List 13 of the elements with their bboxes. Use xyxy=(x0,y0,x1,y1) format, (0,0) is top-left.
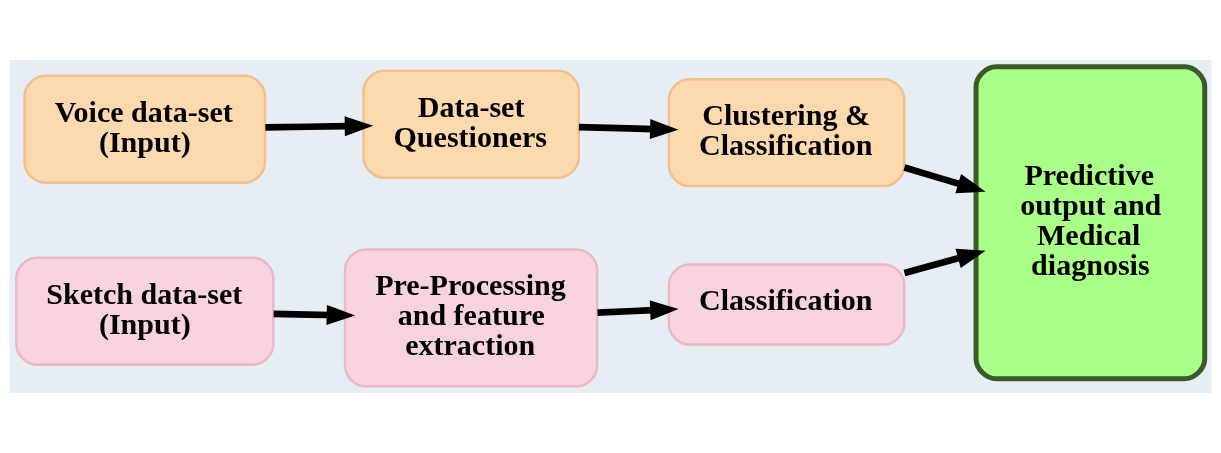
node-box: Voice data-set (Input) xyxy=(23,74,267,184)
node-box: Predictive output and Medical diagnosis xyxy=(973,64,1208,382)
node-box: Data-set Questioners xyxy=(362,69,581,179)
arrow xyxy=(578,119,679,139)
arrow xyxy=(273,304,356,325)
node-box: Pre-Processing and feature extraction xyxy=(343,248,599,388)
arrow xyxy=(903,248,986,277)
node-box: Clustering & Classification xyxy=(667,77,906,188)
arrow xyxy=(903,164,986,194)
arrow xyxy=(265,116,374,137)
arrow xyxy=(597,300,679,321)
node-box: Sketch data-set (Input) xyxy=(15,256,275,366)
node-box: Classification xyxy=(667,263,906,346)
